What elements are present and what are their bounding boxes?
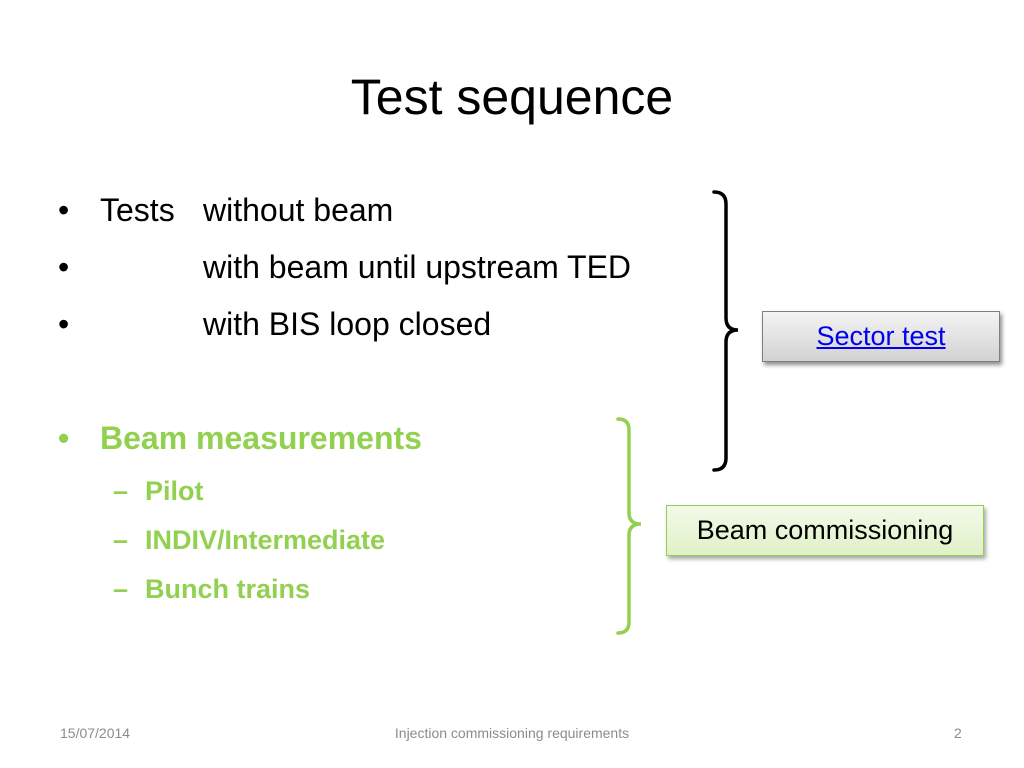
sector-test-link[interactable]: Sector test	[816, 321, 946, 351]
beam-measurements-heading: Beam measurements	[100, 420, 422, 456]
sub-item-text: Bunch trains	[145, 574, 311, 604]
footer-page-number: 2	[954, 725, 962, 741]
sub-item-marker: –	[113, 574, 129, 604]
sub-item-marker: –	[113, 476, 129, 506]
sub-item-text: Pilot	[145, 476, 204, 506]
bullet-lead: Tests	[100, 192, 175, 228]
beam-right-brace	[616, 417, 642, 635]
bullet-marker: •	[58, 192, 70, 228]
footer-title: Injection commissioning requirements	[394, 725, 630, 741]
bullet-marker: •	[58, 420, 70, 456]
bullet-text: with beam until upstream TED	[203, 249, 632, 285]
slide-title: Test sequence	[350, 69, 674, 125]
sub-item-marker: –	[113, 525, 129, 555]
beam-commissioning-box: Beam commissioning	[666, 505, 984, 556]
sector-test-box: Sector test	[762, 311, 1000, 362]
footer-date: 15/07/2014	[60, 725, 131, 741]
sub-item-text: INDIV/Intermediate	[145, 525, 386, 555]
bullet-text: without beam	[203, 192, 394, 228]
sector-right-brace	[712, 190, 739, 472]
bullet-marker: •	[58, 306, 70, 342]
bullet-marker: •	[58, 249, 70, 285]
bullet-text: with BIS loop closed	[203, 306, 492, 342]
